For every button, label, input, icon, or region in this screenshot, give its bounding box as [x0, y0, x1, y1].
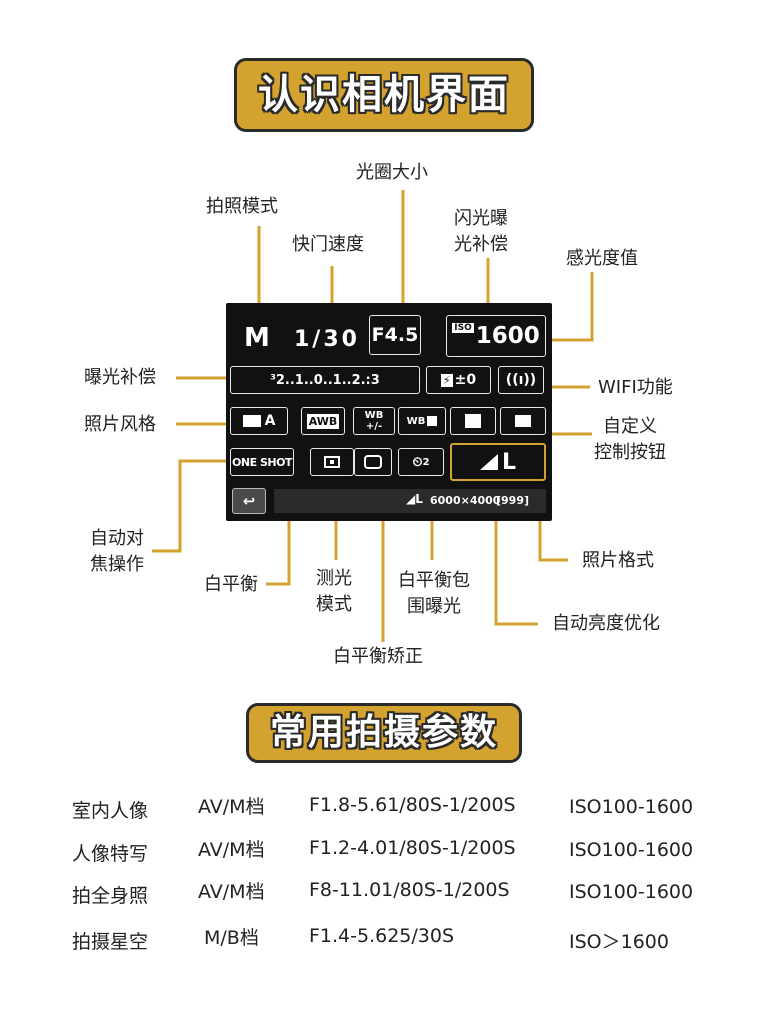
- scene-cell: 人像特写: [72, 843, 149, 865]
- section-title-common-params: 常用拍摄参数: [246, 703, 522, 763]
- drive-value: 2: [422, 456, 430, 468]
- af-mode-value: ONE SHOT: [232, 455, 292, 469]
- shots-remaining: [999]: [496, 494, 530, 507]
- quality-triangle-icon: [479, 454, 498, 470]
- label-custom-control: 自定义控制按钮: [594, 416, 666, 463]
- drive-cell[interactable]: ⏲ 2: [398, 448, 444, 476]
- camera-focus-icon: [364, 455, 382, 469]
- wifi-icon: ((ı)): [505, 372, 537, 388]
- table-row: 人像特写 AV/M档 F1.2-4.01/80S-1/200S ISO100-1…: [0, 837, 768, 875]
- scene-cell: 拍摄星空: [72, 931, 149, 953]
- picture-style-value: A: [264, 413, 276, 429]
- label-picture-style: 照片风格: [84, 414, 156, 435]
- table-row: 拍摄星空 M/B档 F1.4-5.625/30S ISO＞1600: [0, 925, 768, 963]
- shutter-speed-value: 1/30: [294, 327, 360, 352]
- awb-value: AWB: [306, 413, 340, 429]
- info-bar: [274, 489, 546, 513]
- setting-cell: F8-11.01/80S-1/200S: [309, 879, 510, 901]
- camera-screen: M 1/30 F4.5 ISO 1600 ³2..1..0..1..2.:3 ⚡…: [226, 303, 552, 521]
- mode-cell: AV/M档: [198, 881, 265, 903]
- section-title-camera-interface: 认识相机界面: [234, 58, 534, 132]
- quality-value: L: [501, 449, 517, 475]
- wb-bracket-icon: [427, 416, 438, 426]
- self-timer-icon: ⏲: [412, 454, 423, 470]
- exposure-scale: ³2..1..0..1..2.:3: [270, 372, 380, 388]
- wb-bracket-cell[interactable]: WB: [398, 407, 446, 435]
- awb-cell[interactable]: AWB: [301, 407, 345, 435]
- label-shutter-speed: 快门速度: [292, 234, 364, 255]
- shooting-mode-value: M: [244, 323, 270, 353]
- iso-cell: ISO100-1600: [569, 796, 694, 818]
- label-exposure-comp: 曝光补偿: [84, 367, 156, 388]
- table-row: 拍全身照 AV/M档 F8-11.01/80S-1/200S ISO100-16…: [0, 879, 768, 917]
- auto-lighting-icon: [465, 414, 481, 428]
- custom-camera-icon: [515, 415, 531, 427]
- af-mode-cell[interactable]: ONE SHOT: [230, 448, 294, 476]
- iso-cell: ISO＞1600: [569, 931, 669, 953]
- label-aperture-size: 光圈大小: [356, 162, 428, 183]
- setting-cell: F1.4-5.625/30S: [309, 925, 455, 947]
- wb-correction-cell[interactable]: [354, 448, 392, 476]
- exposure-scale-cell[interactable]: ³2..1..0..1..2.:3: [230, 366, 420, 394]
- wifi-cell[interactable]: ((ı)): [498, 366, 544, 394]
- flash-icon: ⚡: [440, 373, 453, 387]
- aperture-cell[interactable]: F4.5: [369, 315, 421, 355]
- label-auto-lighting: 自动亮度优化: [552, 613, 660, 634]
- picture-style-icon: [242, 415, 261, 427]
- wb-shift-bottom: +/-: [365, 421, 383, 432]
- scene-cell: 室内人像: [72, 800, 149, 822]
- label-white-balance: 白平衡: [204, 574, 258, 595]
- table-row: 室内人像 AV/M档 F1.8-5.61/80S-1/200S ISO100-1…: [0, 794, 768, 832]
- quality-small: ◢L: [406, 492, 423, 506]
- label-metering-mode: 测光模式: [316, 568, 352, 615]
- label-photo-format: 照片格式: [582, 550, 654, 571]
- scene-cell: 拍全身照: [72, 885, 149, 907]
- wb-shift-cell[interactable]: WB +/-: [353, 407, 395, 435]
- leader-af: [152, 459, 255, 553]
- label-wb-correction: 白平衡矫正: [333, 646, 423, 667]
- back-button[interactable]: ↩: [232, 488, 266, 514]
- custom-control-cell[interactable]: [500, 407, 546, 435]
- iso-cell[interactable]: ISO 1600: [446, 315, 546, 357]
- label-wb-bracket: 白平衡包围曝光: [398, 570, 470, 617]
- back-arrow-icon: ↩: [242, 492, 256, 510]
- setting-cell: F1.8-5.61/80S-1/200S: [309, 794, 516, 816]
- iso-tag: ISO: [452, 323, 474, 333]
- flash-comp-cell[interactable]: ⚡ ±0: [426, 366, 491, 394]
- label-wifi: WIFI功能: [598, 377, 673, 398]
- mode-cell: AV/M档: [198, 839, 265, 861]
- metering-icon: [324, 456, 340, 468]
- iso-cell: ISO100-1600: [569, 881, 694, 903]
- aperture-value: F4.5: [371, 324, 419, 346]
- iso-cell: ISO100-1600: [569, 839, 694, 861]
- resolution-value: 6000×4000: [430, 494, 501, 507]
- label-af-operation: 自动对焦操作: [90, 528, 144, 575]
- iso-value: 1600: [475, 323, 540, 349]
- setting-cell: F1.2-4.01/80S-1/200S: [309, 837, 516, 859]
- label-flash-comp: 闪光曝光补偿: [454, 208, 508, 255]
- mode-cell: AV/M档: [198, 796, 265, 818]
- auto-lighting-cell[interactable]: [450, 407, 496, 435]
- wb-bracket-value: WB: [406, 415, 426, 427]
- flash-comp-value: ±0: [454, 372, 477, 388]
- label-iso-value: 感光度值: [566, 248, 638, 269]
- picture-style-cell[interactable]: A: [230, 407, 288, 435]
- mode-cell: M/B档: [204, 927, 259, 949]
- wb-shift-top: WB: [364, 410, 384, 421]
- quality-cell[interactable]: L: [450, 443, 546, 481]
- label-shooting-mode: 拍照模式: [206, 196, 278, 217]
- metering-cell[interactable]: [310, 448, 354, 476]
